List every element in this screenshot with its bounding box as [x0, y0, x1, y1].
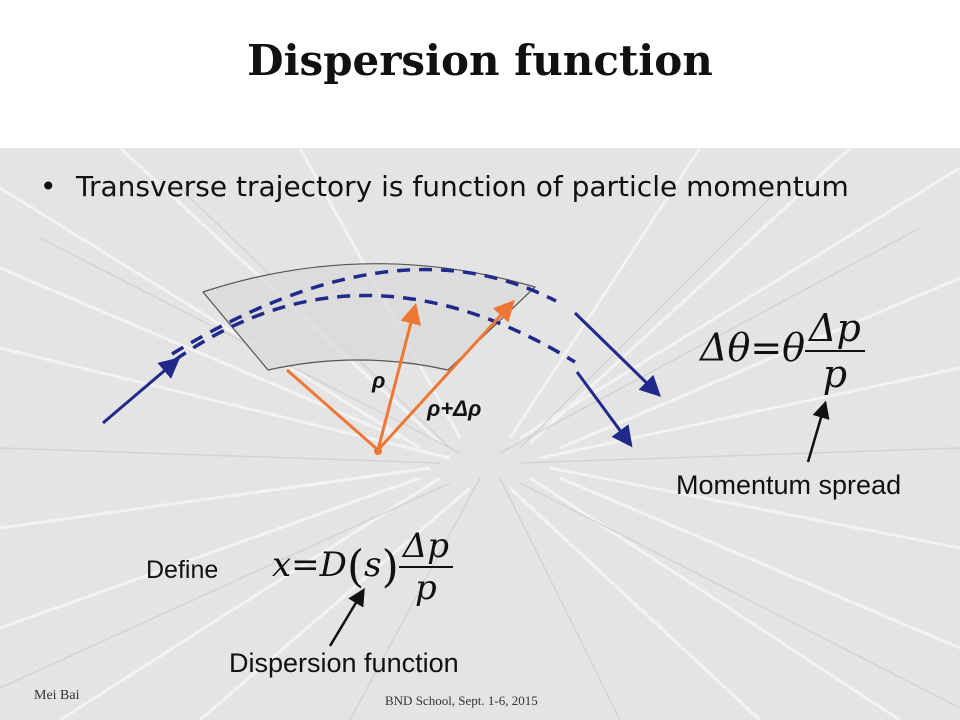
- incoming-trajectory: [102, 357, 181, 425]
- bullet-icon: •: [40, 170, 57, 203]
- outgoing-trajectory-upper: [573, 311, 662, 397]
- rho-label: ρ: [372, 368, 386, 393]
- radius-line-left: [286, 368, 379, 452]
- dipole-magnet: [201, 263, 537, 371]
- momentum-spread-pointer: [806, 400, 830, 463]
- footer-author: Mei Bai: [34, 688, 80, 703]
- momentum-spread-label: Momentum spread: [676, 470, 902, 500]
- reference-orbit: [173, 293, 576, 364]
- dispersion-s: s: [364, 545, 382, 585]
- fraction-denominator: p: [822, 352, 848, 396]
- fraction-denominator: p: [415, 568, 437, 608]
- rho-delta-label: ρ+Δρ: [427, 396, 482, 421]
- delta-theta-lhs: Δθ=θ: [700, 325, 806, 370]
- dispersion-lhs: x=D: [272, 545, 347, 585]
- bullet-text: Transverse trajectory is function of par…: [76, 170, 849, 203]
- off-momentum-orbit: [171, 267, 557, 356]
- fraction-bar: [398, 566, 454, 568]
- open-paren: (: [346, 541, 365, 593]
- background-particle-tracks: [0, 148, 960, 720]
- fraction-numerator: Δp: [402, 526, 450, 566]
- radius-rho-delta-arrow: [376, 299, 515, 452]
- slide-title: Dispersion function: [247, 36, 713, 85]
- bullet-point: • Transverse trajectory is function of pa…: [40, 170, 849, 203]
- close-paren: ): [381, 541, 399, 593]
- dispersion-function-label: Dispersion function: [229, 648, 459, 678]
- bending-center: [374, 447, 382, 455]
- footer-event: BND School, Sept. 1-6, 2015: [385, 693, 538, 708]
- dispersion-function-pointer: [328, 587, 365, 647]
- radius-rho-arrow: [376, 302, 421, 451]
- define-label: Define: [146, 556, 219, 584]
- fraction-numerator: Δp: [809, 306, 861, 350]
- fraction-bar: [805, 350, 865, 352]
- outgoing-trajectory-lower: [575, 371, 633, 448]
